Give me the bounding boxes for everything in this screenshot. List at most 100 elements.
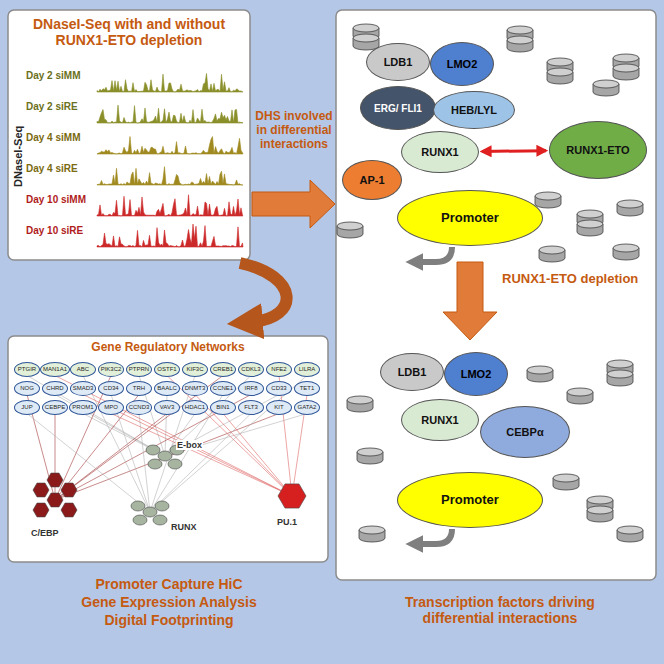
caption-text: Digital Footprinting [14, 612, 324, 628]
track-label: Day 4 siRE [26, 163, 96, 175]
gene-node: HDAC1 [182, 400, 208, 415]
tf-hub [47, 493, 63, 507]
tf-hub [278, 484, 306, 508]
nucleosome [567, 388, 593, 404]
factor-ellipse: HEB/LYL [433, 91, 515, 129]
caption-text: Gene Expression Analysis [14, 594, 324, 610]
network-link [150, 376, 307, 513]
node-label: BIN1 [216, 404, 229, 411]
nucleosome [359, 526, 385, 542]
node-label: CD33 [271, 385, 286, 392]
factor-ellipse: ERG/ FLI1 [360, 86, 436, 130]
network-link [55, 395, 165, 457]
network-link [55, 414, 167, 501]
tf-hub [61, 503, 77, 517]
network-link [55, 395, 251, 501]
caption-text: DHS involved in differential interaction… [253, 110, 335, 151]
gene-node: BIN1 [210, 400, 236, 415]
gene-node: PROM1 [69, 400, 96, 415]
gene-node: CD34 [98, 381, 124, 396]
nucleosome [527, 366, 553, 382]
network-link [83, 395, 292, 497]
tf-hub [61, 483, 77, 497]
nucleosome [347, 396, 373, 412]
gene-node: PIK3C2 [98, 362, 125, 377]
node-label: Promoter [441, 211, 499, 225]
gene-node: FLT3 [238, 400, 264, 415]
node-label: LMO2 [461, 368, 492, 380]
model-panel [336, 10, 656, 580]
network-link [165, 395, 279, 457]
factor-ellipse: Promoter [397, 190, 543, 246]
factor-ellipse: LMO2 [444, 352, 508, 396]
tf-hub [47, 473, 63, 487]
dnase-track [97, 195, 243, 216]
network-panel [8, 336, 328, 562]
tf-hub [131, 501, 145, 511]
tf-hub [148, 459, 162, 469]
node-label: VAV3 [160, 404, 174, 411]
track-label: Day 4 siMM [26, 132, 96, 144]
dnase-track [97, 105, 243, 123]
node-label: RUNX1 [421, 414, 458, 426]
node-label: TET1 [300, 385, 315, 392]
panel-title: Gene Regulatory Networks [91, 340, 244, 354]
nucleosome [535, 192, 561, 208]
node-label: HEB/LYL [451, 104, 497, 116]
gene-node: CHRD [42, 381, 68, 396]
transcription-arrow [418, 247, 452, 262]
caption-text: RUNX1-ETO depletion [502, 272, 642, 287]
caption-text: DNaseI-Seq [12, 106, 25, 206]
factor-ellipse: RUNX1 [401, 399, 479, 441]
track-label: Day 10 siRE [26, 225, 96, 237]
node-label: CD34 [103, 385, 118, 392]
node-label: CHRD [46, 385, 63, 392]
gene-node: MPO [98, 400, 124, 415]
tf-hub [133, 515, 147, 525]
track-label: Day 10 siMM [26, 194, 96, 206]
node-label: KIF3C [186, 366, 203, 373]
nucleosome [547, 68, 573, 84]
gene-node: CDKL3 [238, 362, 264, 377]
curved-arrow [240, 263, 287, 322]
gene-node: CD33 [266, 381, 292, 396]
factor-ellipse: CEBPα [480, 406, 570, 458]
gene-node: ABC [70, 362, 96, 377]
nucleosome [613, 244, 639, 260]
network-link [223, 414, 292, 497]
caption-text: E-box [176, 440, 203, 450]
nucleosome [507, 36, 533, 52]
node-label: ABC [77, 366, 89, 373]
dnase-panel [8, 10, 250, 260]
factor-ellipse: AP-1 [342, 160, 402, 200]
block-arrow [252, 180, 335, 228]
node-label: Promoter [441, 493, 499, 507]
tf-hub [158, 451, 172, 461]
nucleosome [617, 526, 643, 542]
node-label: DNMT3 [185, 385, 206, 392]
node-label: TRH [133, 385, 145, 392]
gene-node: NOG [14, 381, 40, 396]
gene-node: KIT [266, 400, 292, 415]
panel-title: DNaseI-Seq with and without RUNX1-ETO de… [14, 16, 244, 48]
gene-node: LILRA [294, 362, 320, 377]
node-label: RUNX1 [421, 146, 458, 158]
caption-text: Transcription factors driving differenti… [376, 594, 624, 626]
gene-node: DNMT3 [182, 381, 209, 396]
network-link [27, 414, 150, 513]
node-label: CCND3 [129, 404, 150, 411]
node-label: LILRA [299, 366, 316, 373]
node-label: OSTF1 [157, 366, 176, 373]
network-link [27, 376, 165, 457]
node-label: MPO [104, 404, 118, 411]
tf-hub [155, 501, 169, 511]
gene-node: MAN1A1 [40, 362, 70, 377]
network-link [150, 414, 251, 513]
node-label: CCNE1 [213, 385, 233, 392]
dnase-track [97, 167, 243, 185]
gene-node: GATA2 [294, 400, 320, 415]
factor-ellipse: LMO2 [430, 42, 494, 86]
nucleosome [357, 448, 383, 464]
node-label: HDAC1 [185, 404, 205, 411]
gene-node: CEBPE [42, 400, 68, 415]
